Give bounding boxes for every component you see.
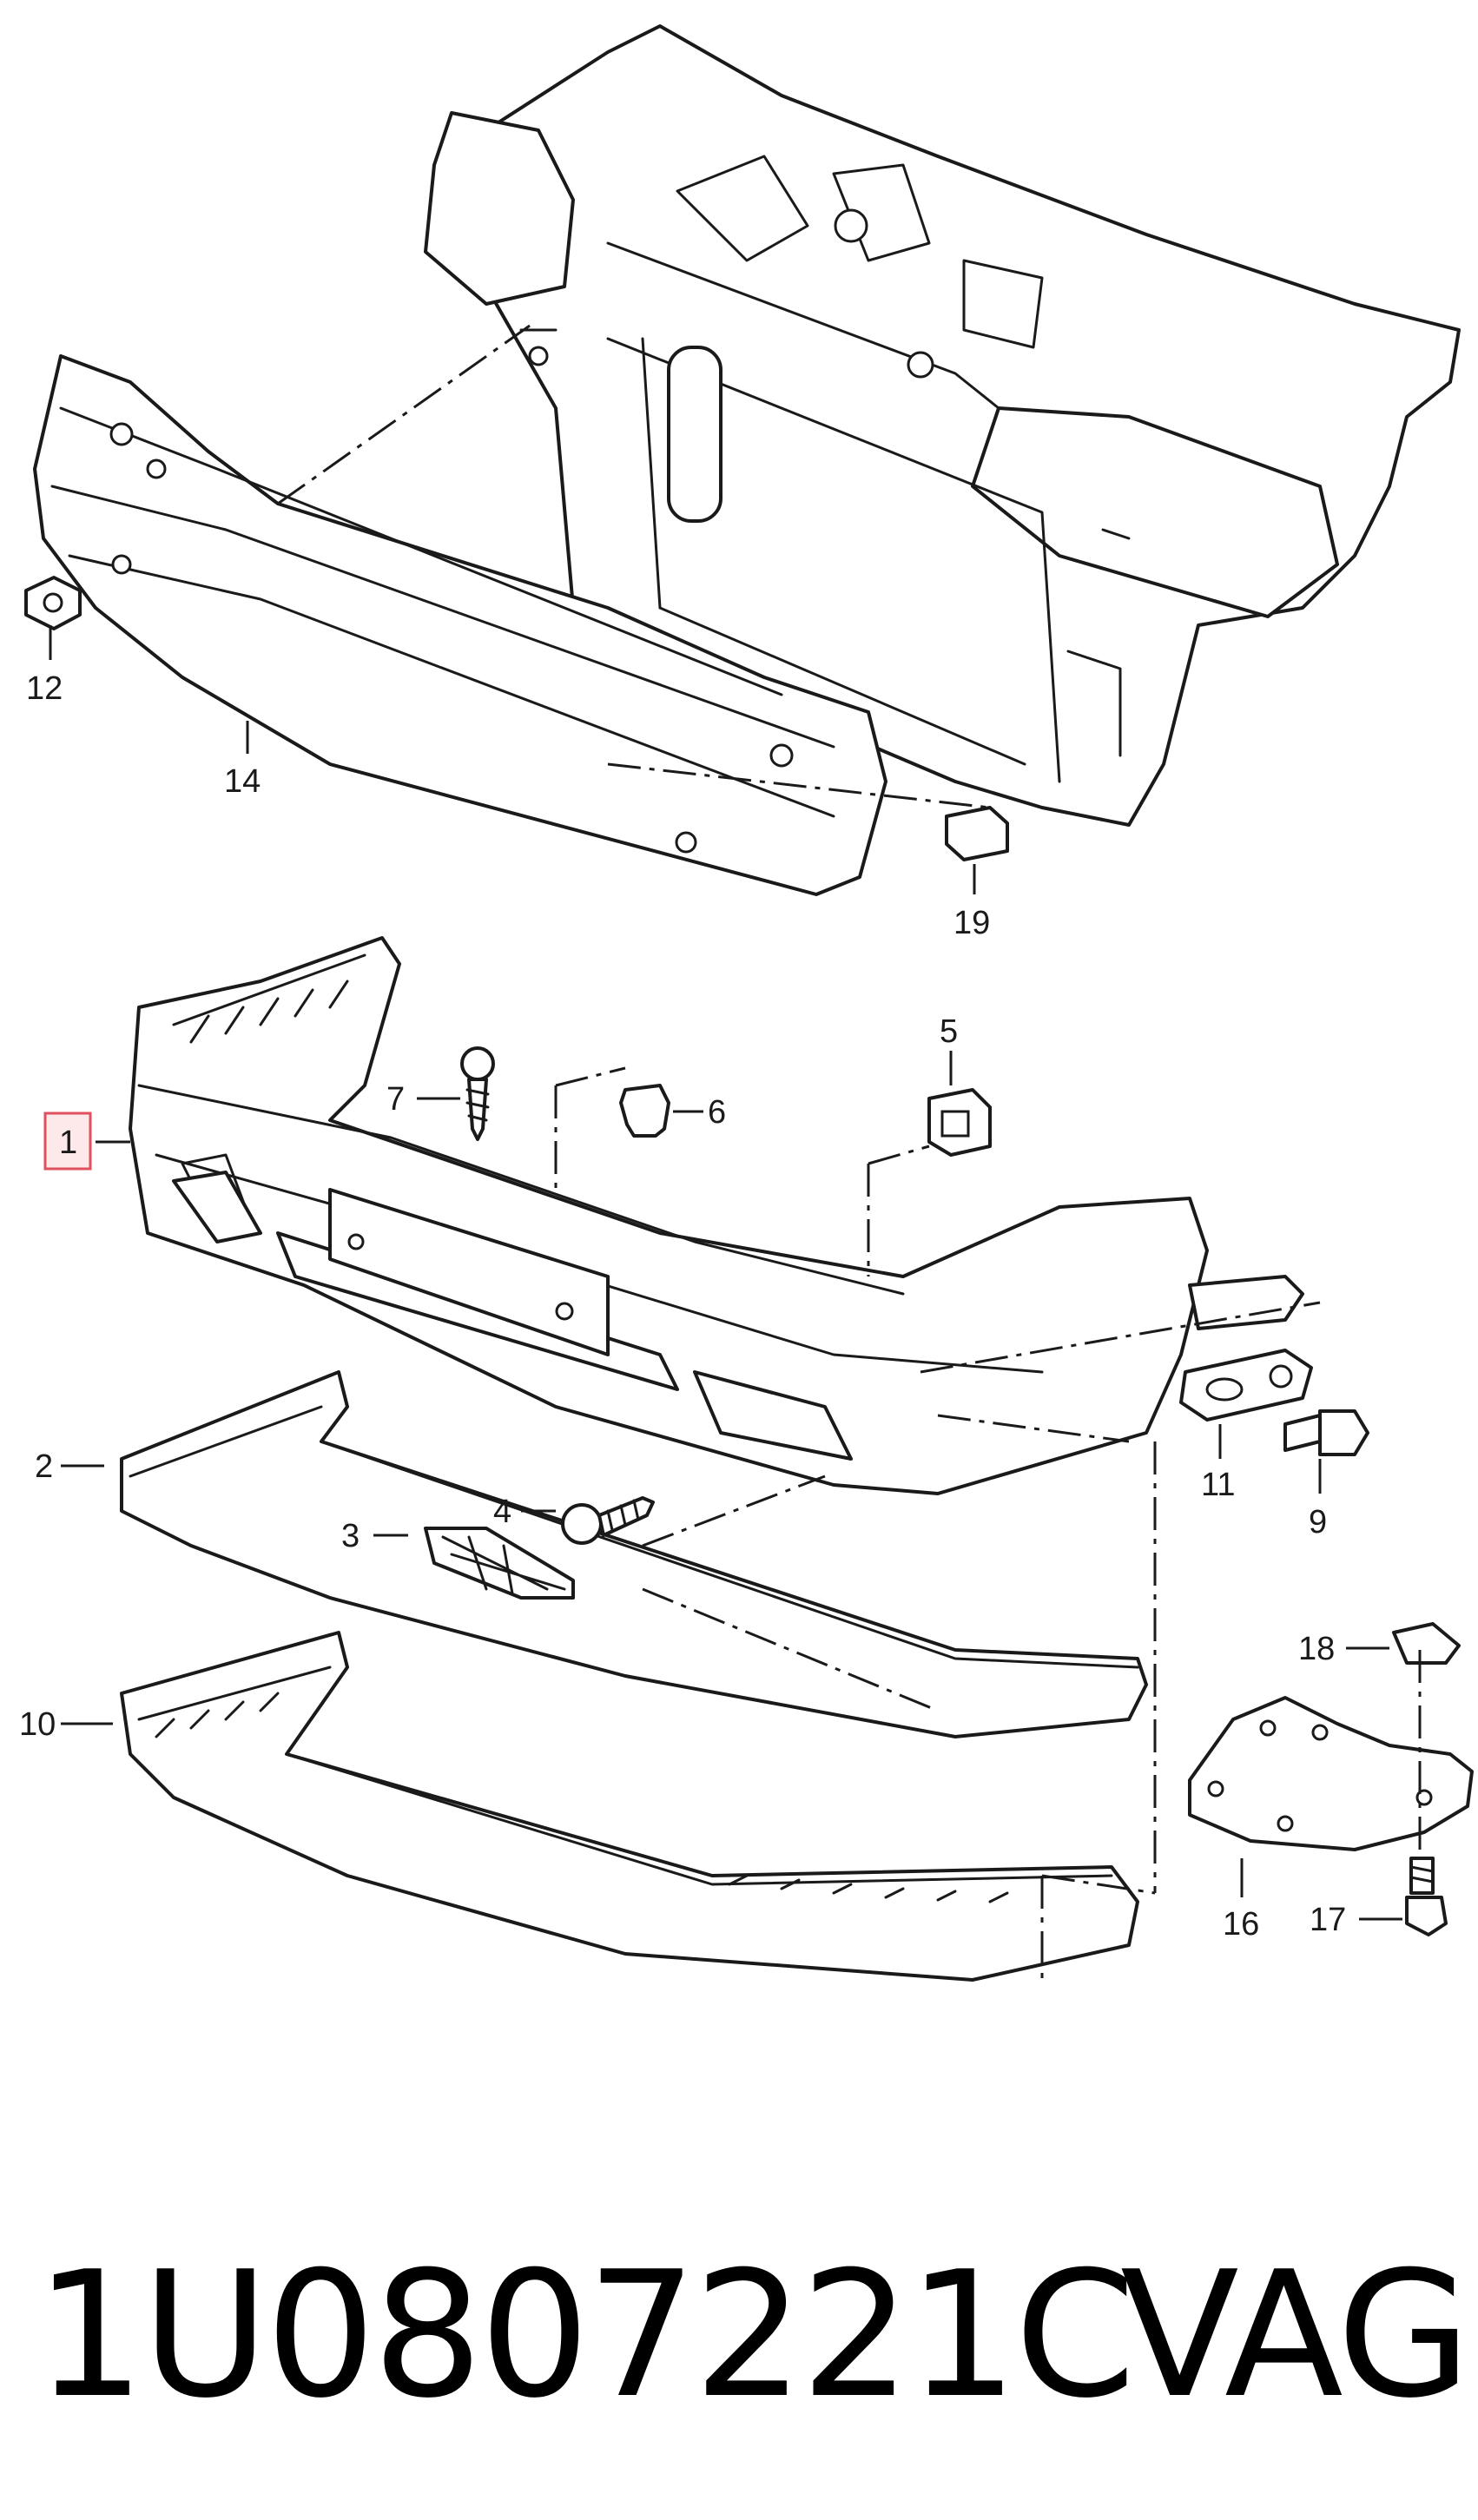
nut-clip-18 [1392, 1622, 1461, 1665]
bumper-cover-1 [129, 936, 1304, 1495]
clip-19 [945, 806, 1009, 861]
callout-12: 12 [26, 670, 63, 707]
selected-part-highlight [43, 1112, 92, 1171]
clip-5 [927, 1088, 992, 1157]
callout-4: 4 [493, 1494, 511, 1530]
callout-19: 19 [953, 905, 990, 941]
assembly-lines [277, 324, 1422, 1980]
nut-12 [24, 576, 82, 630]
screw-7 [460, 1046, 495, 1141]
front-panel-assembly [424, 24, 1461, 827]
callout-7: 7 [386, 1081, 405, 1118]
callout-17: 17 [1310, 1902, 1346, 1938]
bolt-9 [1283, 1409, 1369, 1456]
callout-5: 5 [940, 1013, 958, 1050]
callout-2: 2 [35, 1448, 53, 1485]
callout-numbers: 12 14 19 1 7 6 5 2 4 3 11 9 10 18 16 17 [19, 670, 1346, 1943]
cover-16 [1188, 1696, 1474, 1851]
bolt-17 [1405, 1857, 1448, 1936]
callout-18: 18 [1298, 1631, 1335, 1667]
callout-16: 16 [1223, 1906, 1259, 1943]
callout-10: 10 [19, 1706, 56, 1743]
callout-leaders [49, 625, 1402, 1921]
callout-6: 6 [708, 1094, 726, 1131]
caption: 1U0807221C VAG [0, 2206, 1478, 2466]
callout-3: 3 [341, 1518, 360, 1554]
clip-6 [619, 1084, 670, 1138]
grille-3 [424, 1527, 575, 1600]
callout-11: 11 [1201, 1467, 1235, 1503]
bumper-bracket-14 [33, 354, 887, 896]
callout-9: 9 [1309, 1504, 1327, 1540]
screw-4 [561, 1496, 655, 1545]
spoiler-2 [120, 1370, 1148, 1738]
callout-1: 1 [59, 1125, 77, 1161]
brand-name: VAG [1120, 2234, 1471, 2437]
lower-spoiler-10 [120, 1631, 1139, 1982]
bracket-11 [1179, 1349, 1313, 1422]
part-number: 1U0807221C [35, 2234, 1136, 2437]
callout-14: 14 [224, 763, 261, 800]
